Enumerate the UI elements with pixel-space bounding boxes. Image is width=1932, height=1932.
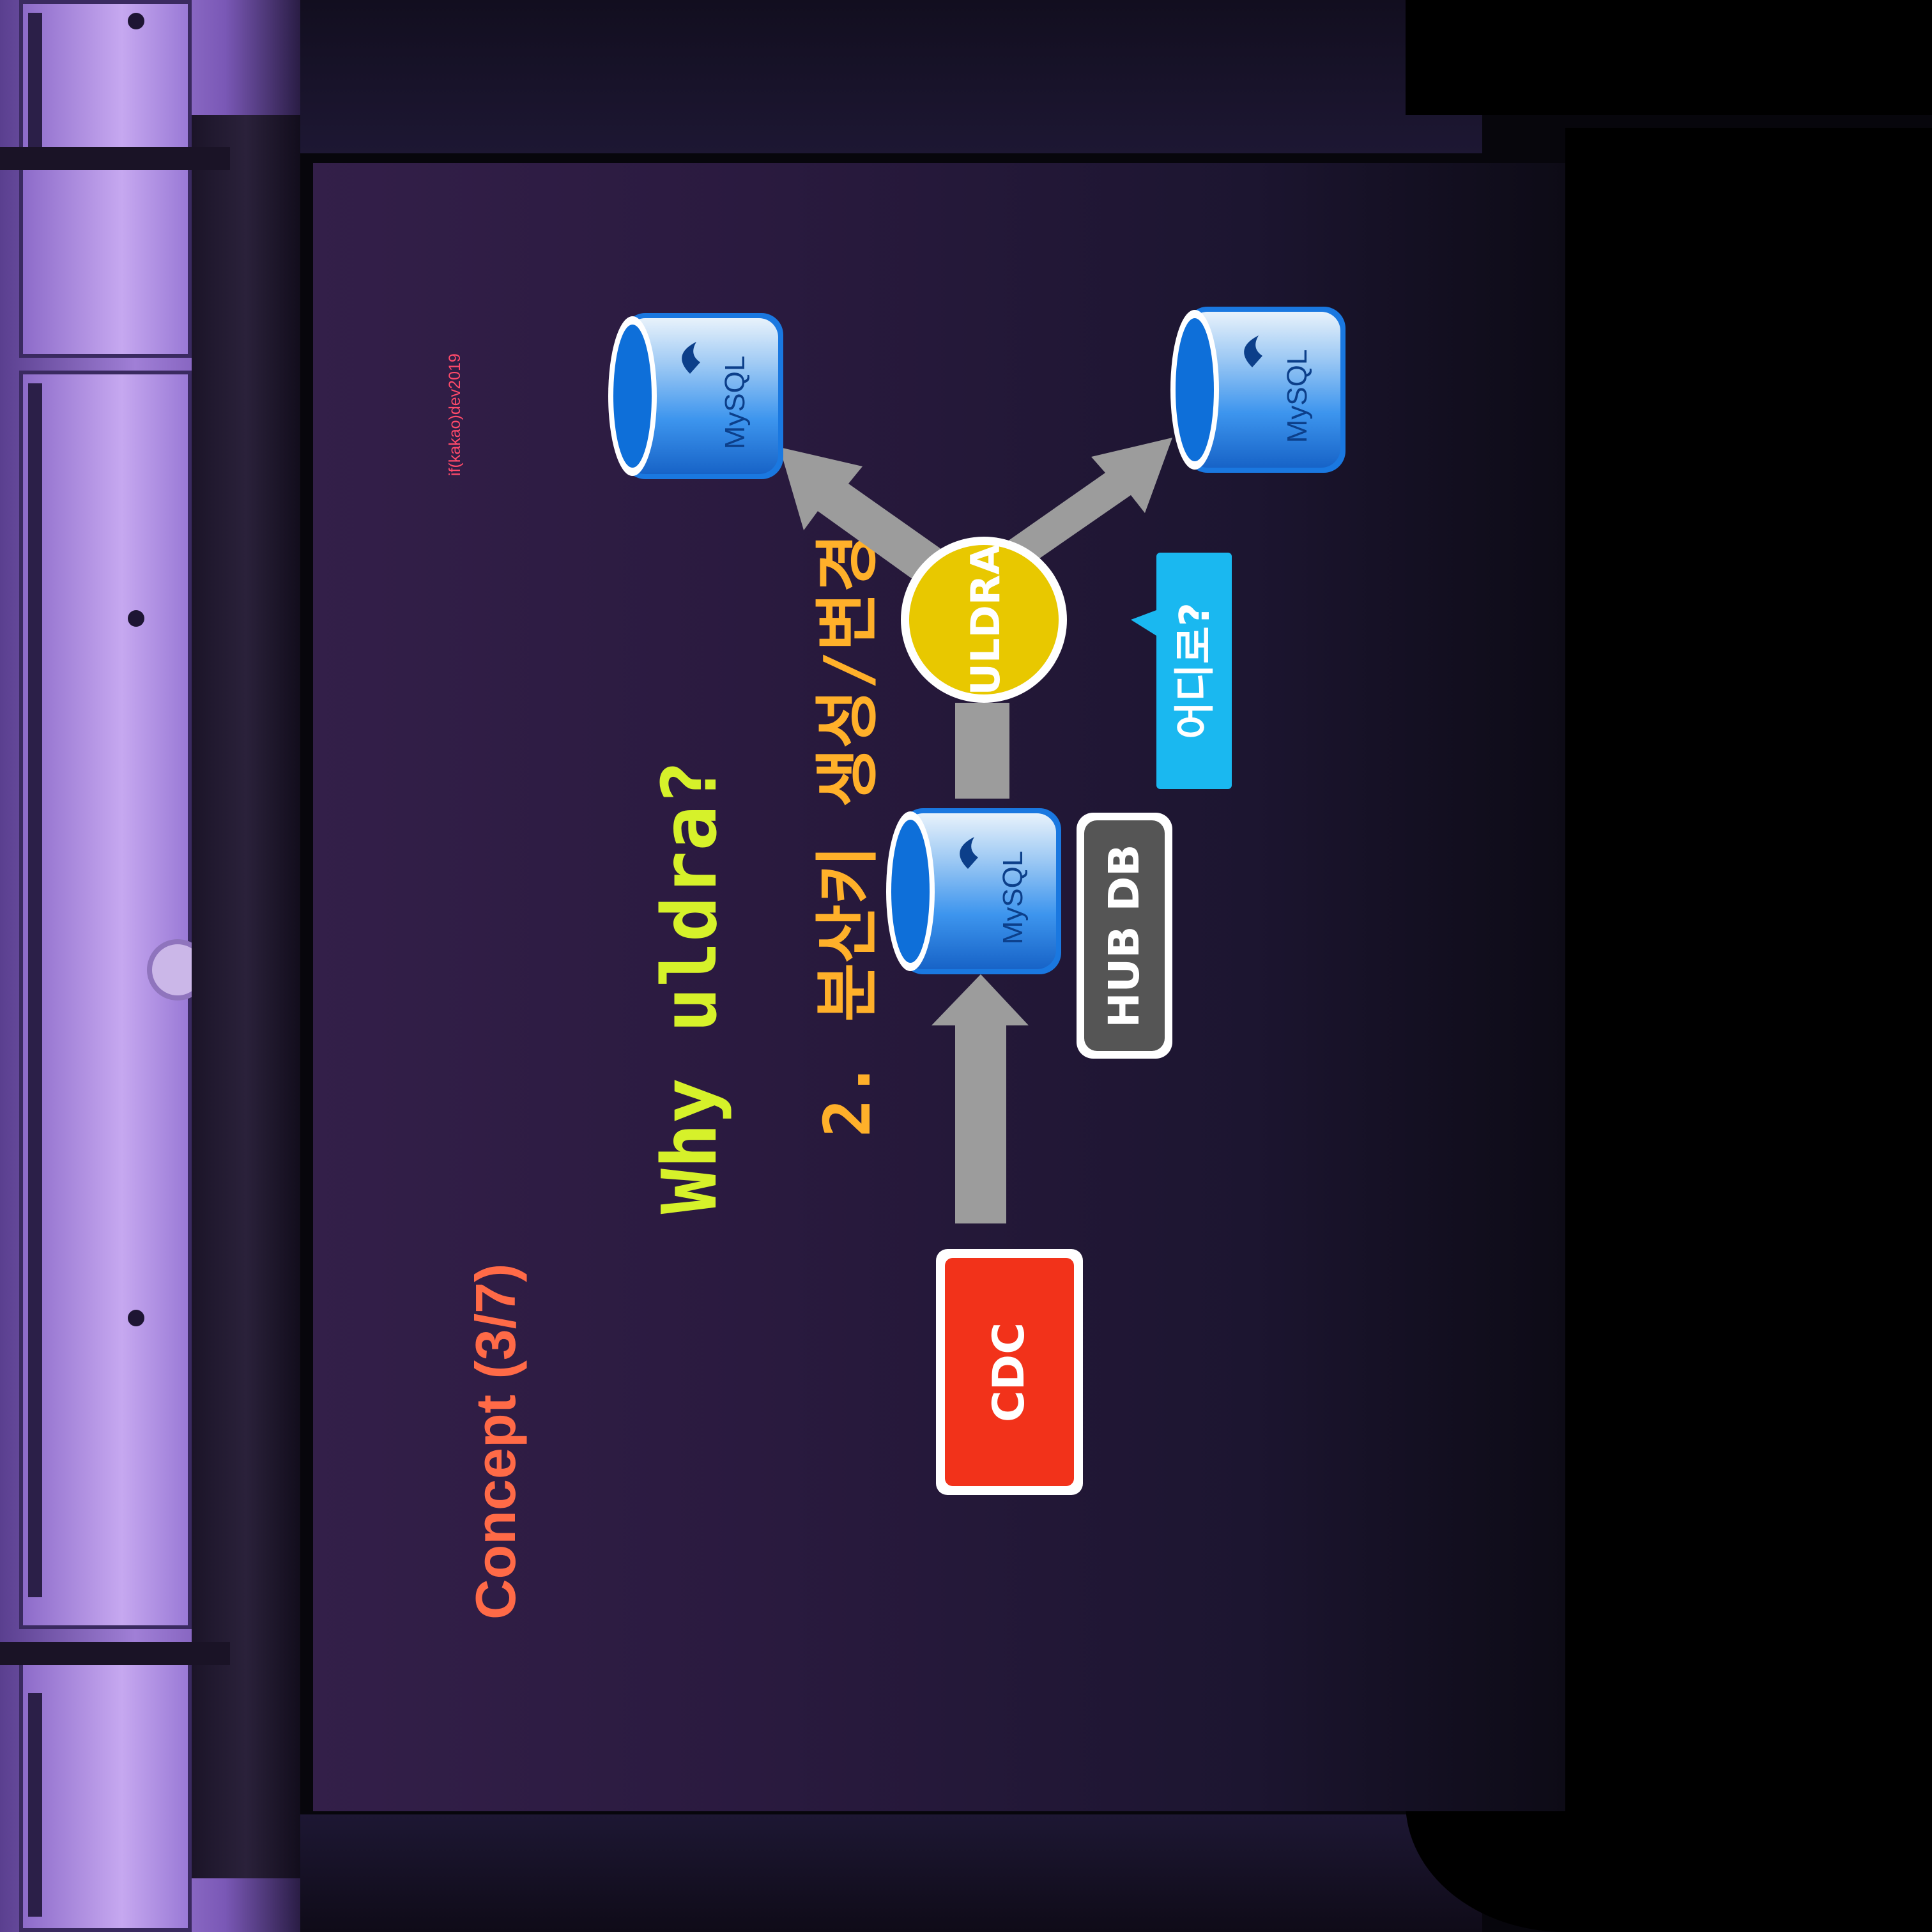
projected-slide: Concept (3/7) if(kakao)dev2019 Why uldra… bbox=[313, 163, 1565, 1811]
connector-hub-to-uldra bbox=[955, 703, 1009, 799]
stage-bottom bbox=[300, 1814, 1482, 1932]
destination-callout: 어디로? bbox=[1131, 553, 1232, 789]
mysql-logo-text: MySQL bbox=[719, 356, 751, 450]
architecture-diagram: CDC HUB DB MySQL bbox=[608, 307, 1346, 1495]
top-mysql-cylinder: MySQL bbox=[608, 313, 783, 479]
audience-silhouette bbox=[1406, 0, 1932, 115]
hub-mysql-cylinder: MySQL bbox=[886, 808, 1061, 974]
mysql-dolphin-icon bbox=[682, 342, 700, 374]
cdc-box: CDC bbox=[936, 1249, 1083, 1495]
wall-slot bbox=[28, 1693, 42, 1917]
mysql-dolphin-icon bbox=[960, 837, 978, 869]
wall-panel bbox=[19, 0, 192, 358]
truss-band bbox=[0, 147, 230, 170]
uldra-label: ULDRA bbox=[962, 544, 1009, 695]
wall-panel bbox=[19, 1661, 192, 1932]
slide-content: Concept (3/7) if(kakao)dev2019 Why uldra… bbox=[313, 163, 1565, 1811]
wall-slot bbox=[28, 13, 42, 147]
hub-db-box: HUB DB bbox=[1077, 813, 1172, 1059]
cdc-label: CDC bbox=[984, 1322, 1034, 1422]
bottom-mysql-cylinder: MySQL bbox=[1170, 307, 1346, 473]
stage-top bbox=[300, 0, 1482, 153]
arrow-cdc-to-hub bbox=[931, 974, 1029, 1223]
mysql-logo-text: MySQL bbox=[1282, 349, 1313, 443]
hub-db-label: HUB DB bbox=[1100, 844, 1149, 1027]
stage-truss bbox=[192, 115, 300, 1878]
wall-hole bbox=[128, 1310, 144, 1326]
wall-hole bbox=[128, 13, 144, 29]
wall-slot bbox=[28, 383, 42, 1597]
mysql-logo-text: MySQL bbox=[997, 851, 1029, 945]
arrow-uldra-to-bottom-db bbox=[977, 438, 1172, 581]
mysql-dolphin-icon bbox=[1244, 335, 1262, 367]
wall-hole bbox=[128, 610, 144, 627]
callout-label: 어디로? bbox=[1172, 602, 1219, 739]
truss-band bbox=[0, 1642, 230, 1665]
uldra-node: ULDRA bbox=[901, 537, 1067, 703]
wall-panel bbox=[19, 371, 192, 1629]
